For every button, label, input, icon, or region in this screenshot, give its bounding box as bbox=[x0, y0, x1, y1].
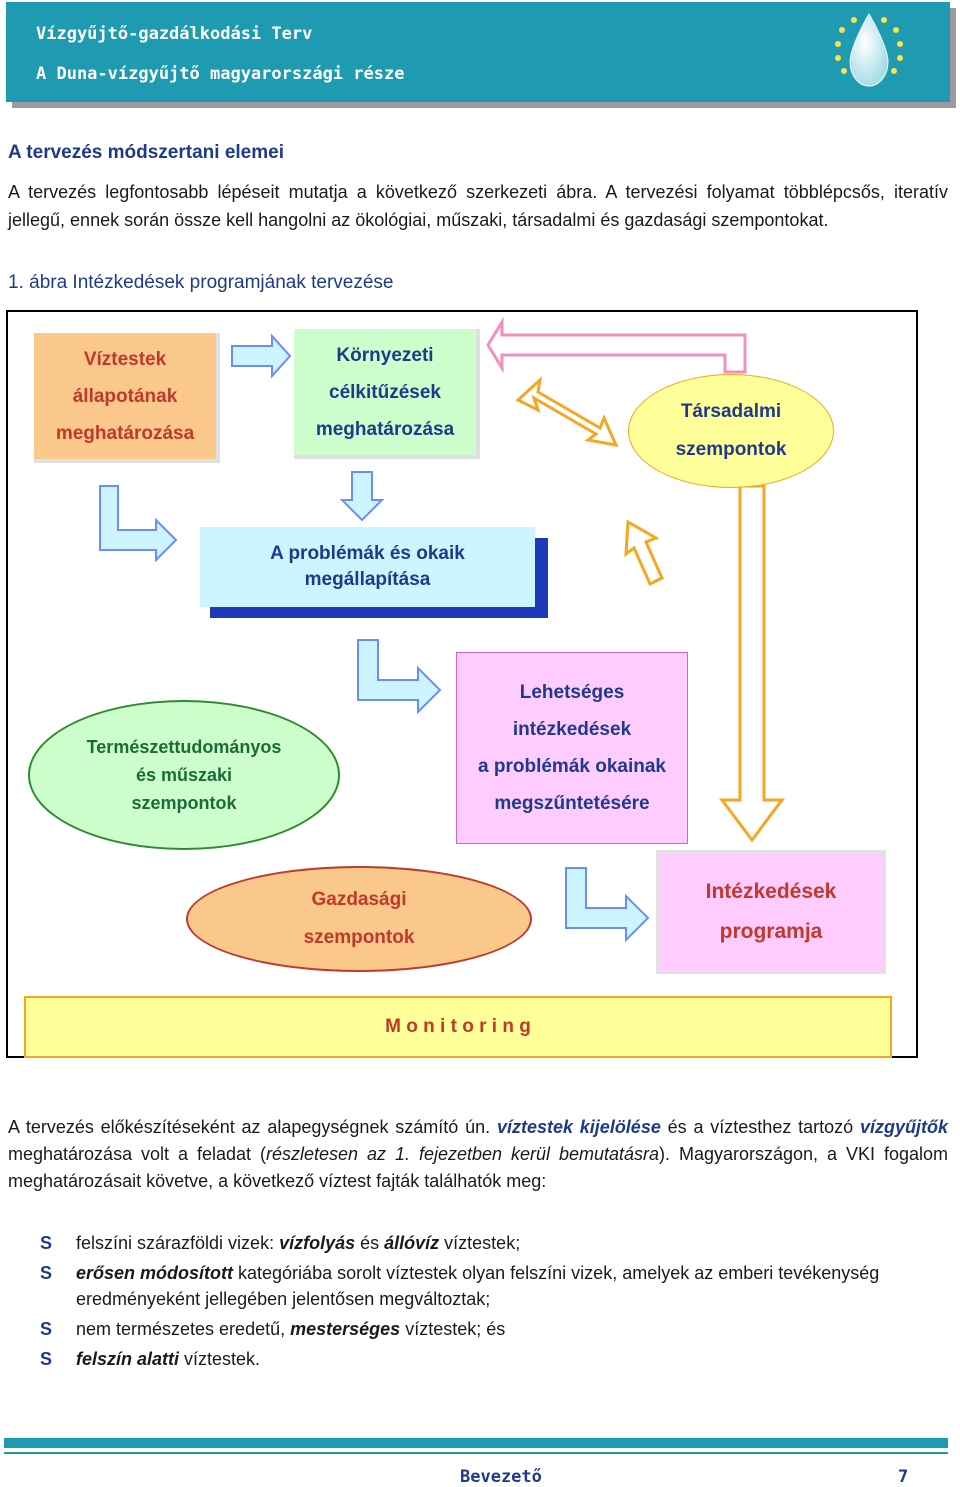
list-item-em: felszín alatti bbox=[76, 1349, 180, 1369]
node-tarsadalmi-line2: szempontok bbox=[675, 439, 787, 460]
header-subtitle: A Duna-vízgyűjtő magyarországi része bbox=[36, 64, 405, 84]
node-tarsadalmi: Társadalmi szempontok bbox=[628, 374, 834, 488]
node-monitoring: M o n i t o r i n g bbox=[24, 996, 892, 1058]
arrow-l-1 bbox=[99, 485, 178, 563]
node-lehetseges-line3: a problémák okainak bbox=[478, 756, 666, 777]
arrow-right-1 bbox=[231, 333, 292, 379]
node-termeszet-line1: Természettudományos bbox=[86, 737, 282, 757]
body-em-viztestek: víztestek kijelölése bbox=[496, 1117, 661, 1137]
bullet-marker: S bbox=[40, 1349, 53, 1369]
list-item-em: mesterséges bbox=[290, 1319, 401, 1339]
header-title: Vízgyűjtő-gazdálkodási Terv bbox=[36, 24, 313, 44]
arrow-orange-diag-1 bbox=[515, 375, 619, 447]
arrow-down-1 bbox=[339, 471, 385, 522]
list-item: S felszín alatti víztestek. bbox=[40, 1346, 950, 1372]
body-paragraph: A tervezés előkészítéseként az alapegysé… bbox=[8, 1114, 948, 1195]
node-gazdasagi-line2: szempontok bbox=[303, 927, 415, 948]
body-text-2: és a víztesthez tartozó bbox=[660, 1117, 860, 1137]
node-viztestek: Víztestek állapotának meghatározása bbox=[34, 333, 220, 463]
node-lehetseges-line1: Lehetséges bbox=[519, 682, 625, 703]
node-gazdasagi-line1: Gazdasági bbox=[311, 889, 407, 910]
arrow-l-2 bbox=[357, 639, 442, 715]
bullet-marker: S bbox=[40, 1263, 53, 1283]
node-kornyezeti-line3: meghatározása bbox=[315, 418, 455, 440]
node-viztestek-line1: Víztestek bbox=[83, 348, 167, 370]
node-gazdasagi: Gazdasági szempontok bbox=[186, 866, 532, 972]
node-kornyezeti: Környezeti célkitűzések meghatározása bbox=[294, 329, 480, 459]
node-kornyezeti-line1: Környezeti bbox=[336, 344, 434, 366]
section-title: A tervezés módszertani elemei bbox=[8, 142, 284, 163]
page-number: 7 bbox=[898, 1467, 909, 1487]
body-em-reszletesen: részletesen az 1. fejezetben kerül bemut… bbox=[266, 1144, 660, 1164]
header-banner: Vízgyűjtő-gazdálkodási Terv A Duna-vízgy… bbox=[6, 2, 950, 102]
node-program: Intézkedések programja bbox=[656, 850, 886, 974]
list-item-em: vízfolyás bbox=[279, 1233, 356, 1253]
bullet-marker: S bbox=[40, 1319, 53, 1339]
body-text-3: meghatározása volt a feladat ( bbox=[8, 1144, 266, 1164]
node-kornyezeti-line2: célkitűzések bbox=[329, 381, 441, 403]
list-item-text: kategóriába sorolt víztestek olyan felsz… bbox=[76, 1263, 880, 1309]
node-monitoring-label: M o n i t o r i n g bbox=[385, 1016, 531, 1037]
arrow-orange-diag-2 bbox=[624, 519, 664, 587]
node-problemak-line1: A problémák és okaik bbox=[270, 543, 465, 564]
node-termeszet-line3: szempontok bbox=[131, 793, 237, 813]
water-drop-stars-icon bbox=[835, 13, 903, 87]
list-item-text: felszíni szárazföldi vizek: bbox=[76, 1233, 280, 1253]
node-lehetseges-line2: intézkedések bbox=[512, 719, 632, 740]
node-program-line1: Intézkedések bbox=[705, 880, 837, 903]
node-viztestek-line2: állapotának bbox=[72, 385, 178, 407]
intro-paragraph: A tervezés legfontosabb lépéseit mutatja… bbox=[8, 182, 948, 230]
list-item: S felszíni szárazföldi vizek: vízfolyás … bbox=[40, 1230, 950, 1256]
bullet-marker: S bbox=[40, 1233, 53, 1253]
body-text-1: A tervezés előkészítéseként az alapegysé… bbox=[8, 1117, 497, 1137]
node-lehetseges-line4: megszűntetésére bbox=[494, 793, 650, 814]
viztest-types-list: S felszíni szárazföldi vizek: vízfolyás … bbox=[40, 1230, 950, 1376]
list-item-em: erősen módosított bbox=[76, 1263, 234, 1283]
list-item-text: nem természetes eredetű, bbox=[76, 1319, 291, 1339]
footer-bar bbox=[4, 1438, 948, 1448]
figure-title: 1. ábra Intézkedések programjának tervez… bbox=[8, 272, 394, 293]
node-tarsadalmi-line1: Társadalmi bbox=[680, 401, 782, 422]
node-termeszet: Természettudományos és műszaki szemponto… bbox=[28, 700, 340, 850]
footer-label: Bevezető bbox=[460, 1467, 542, 1487]
node-termeszet-line2: és műszaki bbox=[135, 765, 233, 785]
body-text-4: ). Magyarországon, a VKI fogalom meghatá… bbox=[8, 1144, 949, 1191]
list-item-text: víztestek. bbox=[179, 1349, 261, 1369]
arrow-orange-down bbox=[719, 484, 785, 843]
node-problemak-line2: megállapítása bbox=[304, 569, 431, 590]
list-item-text: és bbox=[355, 1233, 385, 1253]
body-em-vizgyujtok: vízgyűjtők bbox=[859, 1117, 948, 1137]
arrow-pink-feedback bbox=[486, 316, 747, 374]
footer-rule bbox=[4, 1452, 948, 1454]
list-item-text: víztestek; bbox=[439, 1233, 521, 1253]
node-lehetseges: Lehetséges intézkedések a problémák okai… bbox=[456, 652, 688, 844]
arrow-l-3 bbox=[565, 867, 650, 943]
node-program-line2: programja bbox=[719, 920, 823, 943]
list-item-text: víztestek; és bbox=[400, 1319, 506, 1339]
node-viztestek-line3: meghatározása bbox=[55, 422, 195, 444]
node-problemak: A problémák és okaik megállapítása bbox=[200, 527, 535, 607]
list-item: S erősen módosított kategóriába sorolt v… bbox=[40, 1260, 950, 1312]
list-item: S nem természetes eredetű, mesterséges v… bbox=[40, 1316, 950, 1342]
list-item-em: állóvíz bbox=[384, 1233, 440, 1253]
